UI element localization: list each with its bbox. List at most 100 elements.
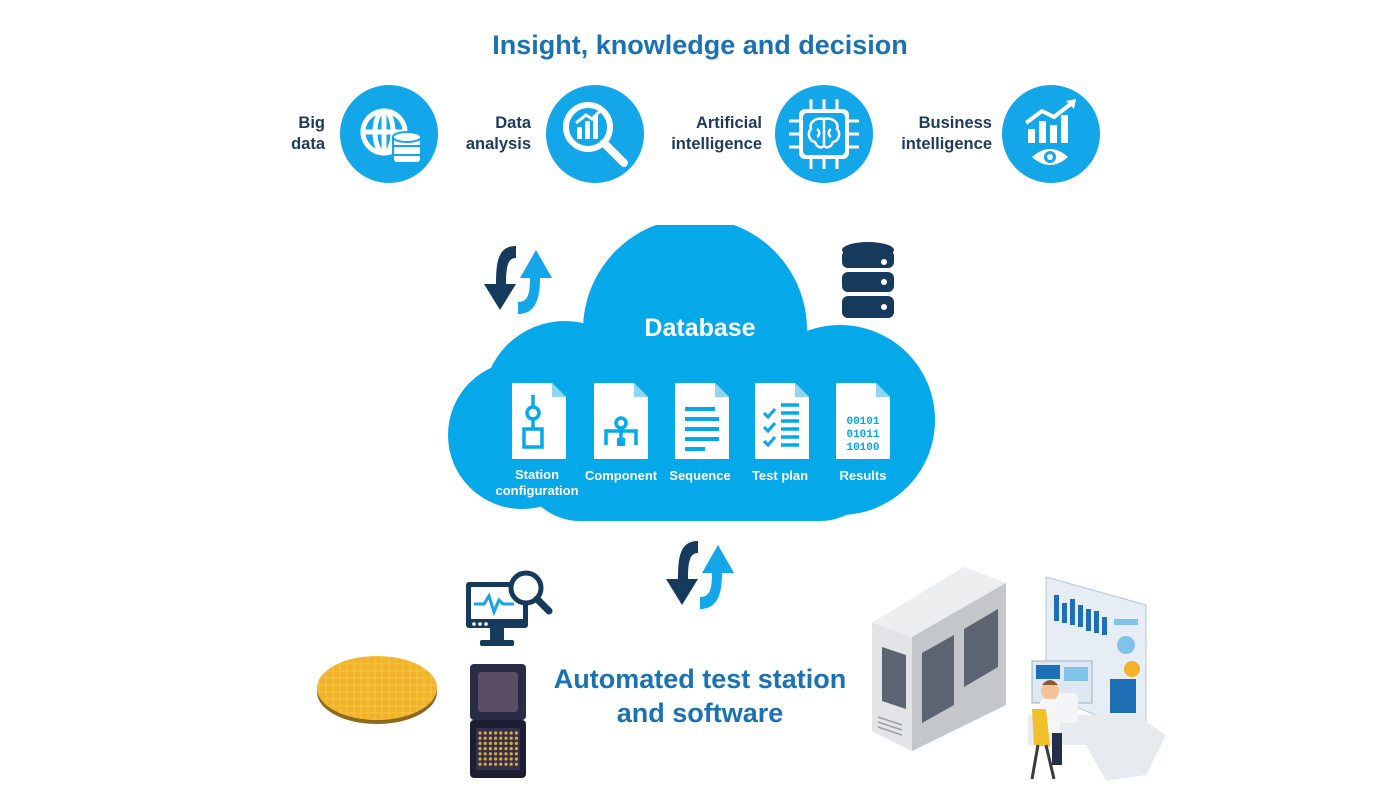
chip-pin	[494, 762, 498, 766]
station-doc-icon	[512, 383, 566, 464]
chip-pin	[488, 747, 492, 751]
insight-label-artificial-intelligence: Artificial intelligence	[592, 113, 762, 155]
chip-pin	[478, 752, 482, 756]
doc-label-line1: Station	[514, 467, 560, 482]
chip-pin	[504, 731, 508, 735]
chip-pin	[494, 736, 498, 740]
doc-label-sequence: Sequence	[669, 468, 731, 483]
doc-label-test-plan: Test plan	[751, 468, 809, 483]
sync-arrows-icon	[478, 240, 560, 325]
brain-chip-icon	[775, 85, 873, 183]
chip-pin	[499, 757, 503, 761]
chip-pin	[504, 747, 508, 751]
station-title-line1: Automated test station	[553, 664, 847, 694]
chip-pin	[504, 757, 508, 761]
chip-pin	[504, 752, 508, 756]
chip-pin	[478, 757, 482, 761]
operator-console-illustration	[1026, 575, 1176, 790]
chip-pin	[509, 747, 513, 751]
station-title-line2: and software	[616, 698, 784, 728]
chip-pin	[483, 752, 487, 756]
sync-arrows-icon	[660, 535, 742, 620]
chip-pin	[483, 741, 487, 745]
insight-label-line2: intelligence	[901, 135, 992, 153]
chip-pin	[478, 762, 482, 766]
chip-pin	[509, 762, 513, 766]
magnifier-chart-icon	[546, 85, 644, 183]
wafer-illustration	[312, 650, 442, 735]
chip-pin	[509, 736, 513, 740]
insight-label-business-intelligence: Business intelligence	[822, 113, 992, 155]
chip-pin	[483, 762, 487, 766]
chip-pin	[478, 741, 482, 745]
database-title: Database	[644, 314, 756, 342]
insight-label-line2: intelligence	[671, 135, 762, 153]
binary-line: 01011	[846, 429, 879, 441]
component-doc-icon	[594, 383, 648, 464]
globe-database-icon	[340, 85, 438, 183]
test-plan-doc-icon	[755, 383, 809, 464]
chip-pin	[494, 731, 498, 735]
insight-label-line1: Data	[495, 114, 531, 132]
chip-pin	[494, 752, 498, 756]
chip-pin	[488, 741, 492, 745]
page-title: Insight, knowledge and decision	[492, 30, 908, 60]
chip-pin	[499, 747, 503, 751]
chip-pin	[514, 741, 518, 745]
chip-pin	[514, 731, 518, 735]
chip-pin	[488, 757, 492, 761]
test-station-cabinet-illustration	[868, 565, 1008, 760]
chip-pin	[504, 741, 508, 745]
chip-pin	[514, 736, 518, 740]
database-stack-icon	[838, 240, 898, 327]
chip-pin	[494, 757, 498, 761]
insight-label-big-data: Big data	[155, 113, 325, 155]
chip-pin	[514, 762, 518, 766]
monitor-magnifier-icon	[462, 568, 554, 657]
chip-pin	[478, 736, 482, 740]
chip-pin	[478, 747, 482, 751]
chip-pin	[499, 741, 503, 745]
insight-label-line1: Big	[298, 114, 325, 132]
doc-label-component: Component	[584, 468, 658, 483]
chip-pin	[483, 747, 487, 751]
chip-pin	[509, 752, 513, 756]
doc-label-results: Results	[839, 468, 887, 483]
results-doc-icon: 00101 01011 10100	[836, 383, 890, 464]
chip-pin	[494, 741, 498, 745]
chip-pin	[488, 762, 492, 766]
chip-pin	[499, 736, 503, 740]
chip-pin	[488, 752, 492, 756]
chip-pin	[499, 762, 503, 766]
chip-pin	[488, 731, 492, 735]
chip-pin	[509, 731, 513, 735]
chip-pin	[509, 757, 513, 761]
chip-pin	[483, 736, 487, 740]
chip-pin	[488, 736, 492, 740]
chip-pin	[483, 731, 487, 735]
sequence-doc-icon	[675, 383, 729, 464]
chip-pin	[499, 731, 503, 735]
chip-pin	[514, 757, 518, 761]
insight-label-line1: Business	[918, 114, 992, 132]
chart-eye-icon	[1002, 85, 1100, 183]
binary-line: 00101	[846, 416, 879, 428]
insight-label-line2: analysis	[465, 135, 531, 153]
chip-socket-illustration	[466, 662, 530, 787]
chip-pin	[494, 747, 498, 751]
chip-pin	[509, 741, 513, 745]
doc-label-station-configuration: Station configuration	[477, 467, 597, 499]
doc-label-line2: configuration	[495, 483, 579, 498]
insight-label-line2: data	[291, 135, 325, 153]
chip-pin	[499, 752, 503, 756]
chip-pin	[504, 736, 508, 740]
chip-pin	[504, 762, 508, 766]
chip-pin	[478, 731, 482, 735]
station-title: Automated test station and software	[0, 662, 1400, 730]
binary-line: 10100	[846, 442, 879, 454]
insight-label-data-analysis: Data analysis	[361, 113, 531, 155]
chip-pin	[514, 752, 518, 756]
chip-pin	[514, 747, 518, 751]
chip-pin	[483, 757, 487, 761]
insight-label-line1: Artificial	[695, 114, 762, 132]
